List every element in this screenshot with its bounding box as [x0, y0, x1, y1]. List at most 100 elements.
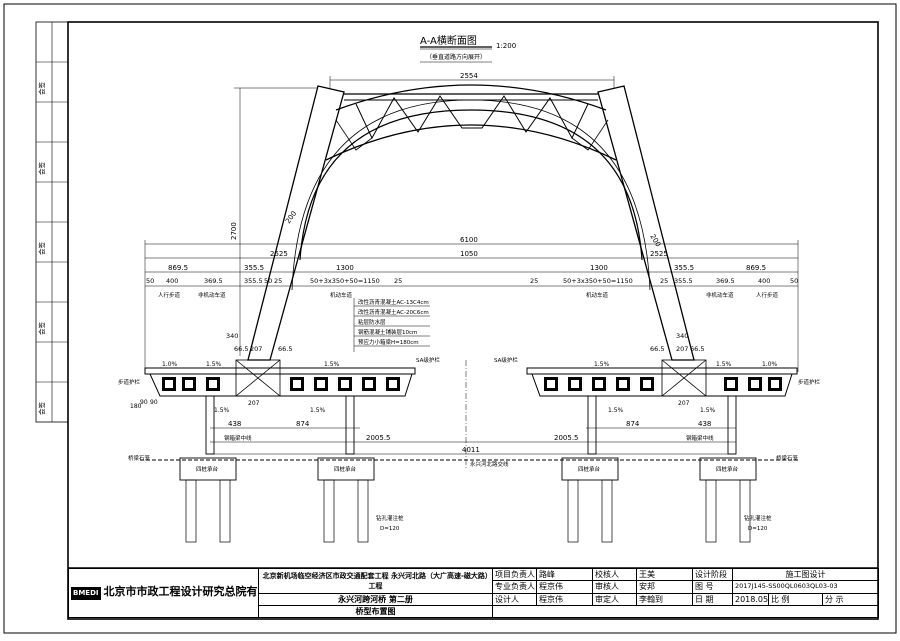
- pile-label: 钻孔灌注桩: [376, 514, 404, 522]
- drawing-name: 桥型布置图: [258, 604, 493, 619]
- margin-label: 会签: [37, 242, 46, 256]
- dim-pier: 874: [626, 420, 640, 428]
- dim-right-355: 355.5: [674, 264, 694, 272]
- slope-label: 1.5%: [214, 407, 230, 414]
- dim-inner: 1050: [460, 250, 478, 258]
- dim-pier: 438: [698, 420, 711, 428]
- dim-right-1300: 1300: [590, 264, 608, 272]
- dim-lane-expr: 50+3x350+50=1150: [310, 277, 380, 285]
- platform-label: 桥梁石笼: [776, 454, 799, 462]
- slope-label: 1.5%: [700, 407, 716, 414]
- role-value: 程京伟: [536, 592, 593, 606]
- margin-label: 会签: [37, 82, 46, 96]
- pavement-note: 预应力小箱梁H=180cm: [358, 338, 419, 346]
- piers: [140, 395, 800, 481]
- arch-structure: [247, 84, 695, 361]
- pile-diameter: D=120: [748, 526, 768, 532]
- dim-col: 66.5: [650, 345, 664, 353]
- centerline-label: 钢箱梁中线: [686, 434, 714, 442]
- lane-label: 人行步道: [158, 291, 181, 299]
- outer-frame: [3, 3, 897, 634]
- role-label: 审定人: [592, 592, 637, 606]
- dim-seg: 25: [530, 277, 538, 285]
- dim-seg: 355.5: [674, 277, 693, 285]
- lane-label: 非机动车道: [706, 291, 734, 299]
- dim-height: 180: [130, 403, 142, 410]
- road-center-label: 永兴河北路交线: [470, 460, 509, 468]
- role-value: 李翰到: [636, 592, 693, 606]
- date-label: 日 期: [692, 592, 733, 606]
- dim-seg: 369.5: [716, 277, 735, 285]
- dim-bearing: 207: [248, 400, 260, 407]
- pile-label: 钻孔灌注桩: [744, 514, 772, 522]
- slope-label: 1.5%: [206, 361, 222, 368]
- slope-label: 1.5%: [716, 361, 732, 368]
- company-name: 北京市市政工程设计研究总院有限公司: [103, 585, 258, 598]
- drawing-no-label: 图 号: [692, 580, 733, 594]
- dim-offset-right: 2525: [650, 250, 668, 258]
- dim-left-355: 355.5: [244, 264, 264, 272]
- pavement-note: 改性沥青混凝土AC-20C6cm: [358, 308, 429, 316]
- dim-half: 2005.5: [366, 434, 391, 442]
- role-value: 程京伟: [536, 580, 593, 594]
- stage-label: 设计阶段: [692, 567, 733, 582]
- walk-rail-label: 步道护栏: [118, 378, 141, 386]
- dim-seg: 369.5: [204, 277, 223, 285]
- dim-height: 90: [150, 399, 158, 406]
- platform-label: 桥梁石笼: [128, 454, 151, 462]
- margin-label: 会签: [37, 402, 46, 416]
- date-value: 2018.05: [732, 592, 769, 606]
- drawing-scale: 1:200: [496, 42, 516, 50]
- slope-label: 1.0%: [162, 361, 178, 368]
- pavement-note: 改性沥青混凝土AC-13C4cm: [358, 298, 429, 306]
- dim-lane-expr: 50+3x350+50=1150: [563, 277, 633, 285]
- scale-label: 比 例: [768, 592, 823, 606]
- pile-cap-label: 四桩承台: [716, 465, 739, 473]
- role-label: 审核人: [592, 580, 637, 594]
- dim-right-sidewalk: 869.5: [746, 264, 766, 272]
- dim-left-sidewalk: 869.5: [168, 264, 188, 272]
- dim-half: 2005.5: [554, 434, 579, 442]
- stage-value: 施工图设计: [732, 567, 879, 582]
- dim-col: 340: [676, 332, 688, 340]
- dim-seg: 400: [758, 277, 770, 285]
- dim-pier: 438: [228, 420, 241, 428]
- lane-label: 人行步道: [756, 291, 779, 299]
- slope-label: 1.5%: [324, 361, 340, 368]
- drawing-title: A-A横断面图: [420, 34, 477, 47]
- title-block: BMEDI北京市市政工程设计研究总院有限公司 北京新机场临空经济区市政交通配套工…: [68, 567, 879, 619]
- dim-col: 66.5: [690, 345, 704, 353]
- dim-seg: 50: [264, 277, 272, 285]
- slope-label: 1.0%: [762, 361, 778, 368]
- walk-rail-label: 步道护栏: [798, 378, 821, 386]
- scale-value: 分 示: [822, 592, 879, 606]
- dim-seg: 50: [146, 277, 154, 285]
- dim-pier: 874: [296, 420, 310, 428]
- sub-line: 永兴河跨河桥 第二册: [258, 592, 493, 606]
- dim-seg: 50: [790, 277, 798, 285]
- drawing-no-value: 2017J145-SS00QL0603QL03-03: [732, 580, 879, 594]
- role-label: 设计人: [492, 592, 537, 606]
- slope-label: 1.5%: [310, 407, 326, 414]
- dim-height: 90: [140, 399, 148, 406]
- margin-label: 会签: [37, 322, 46, 336]
- slope-label: 1.5%: [608, 407, 624, 414]
- dim-col: 66.5: [278, 345, 292, 353]
- dim-offset-left: 2525: [270, 250, 288, 258]
- piles: [185, 479, 751, 543]
- dim-col: 207: [250, 345, 262, 353]
- pavement-note: 粘层防水层: [358, 318, 386, 326]
- role-value: 路峰: [536, 567, 593, 582]
- dim-bearing: 207: [678, 400, 690, 407]
- drawing-subtitle: （垂直道路方向展开）: [426, 53, 486, 61]
- lane-label: 机动车道: [586, 291, 609, 299]
- margin-label: 会签: [37, 162, 46, 176]
- company-cell: BMEDI北京市市政工程设计研究总院有限公司: [68, 568, 259, 618]
- project-line: 北京新机场临空经济区市政交通配套工程 永兴河北路（大广高速-磁大路）工程: [258, 568, 493, 594]
- role-value: 王美: [636, 567, 693, 582]
- guardrail-label: SA级护栏: [494, 356, 518, 364]
- pavement-note: 钢筋混凝土铺装层10cm: [358, 328, 417, 336]
- dim-seg: 25: [394, 277, 402, 285]
- dim-seg: 355.5: [244, 277, 263, 285]
